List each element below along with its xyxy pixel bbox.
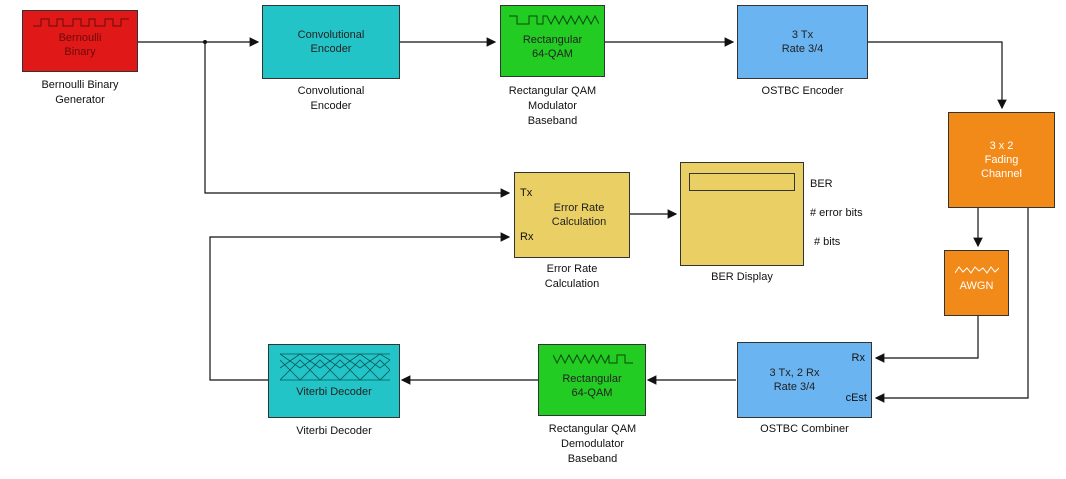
viterbi-label: Viterbi Decoder bbox=[296, 386, 372, 398]
error-port-rx: Rx bbox=[520, 231, 534, 243]
ostbc-comb-caption: OSTBC Combiner bbox=[760, 423, 849, 435]
qam-demodulator-block[interactable]: Rectangular 64-QAM bbox=[538, 344, 646, 416]
qam-mod-label: Rectangular 64-QAM bbox=[522, 34, 583, 60]
qam-demod-label: Rectangular 64-QAM bbox=[562, 373, 622, 399]
awgn-label: AWGN bbox=[959, 280, 994, 292]
branch-point bbox=[203, 40, 207, 44]
pulse-train-icon bbox=[33, 18, 129, 27]
ber-display-caption: BER Display bbox=[711, 271, 773, 283]
combiner-port-cest: cEst bbox=[845, 392, 867, 404]
waveform-icon bbox=[553, 353, 633, 365]
error-rate-caption: Error Rate Calculation bbox=[544, 263, 600, 290]
fading-label: 3 x 2 Fading Channel bbox=[981, 140, 1022, 180]
combiner-port-rx: Rx bbox=[851, 352, 865, 364]
ber-output-label: BER bbox=[810, 178, 833, 190]
ostbc-combiner-block[interactable]: 3 Tx, 2 Rx Rate 3/4 Rx cEst bbox=[737, 342, 872, 418]
line-ostbc-to-fading bbox=[868, 41, 1007, 110]
awgn-block[interactable]: AWGN bbox=[944, 250, 1009, 316]
error-port-tx: Tx bbox=[520, 187, 533, 199]
line-awgn-to-rx bbox=[874, 316, 979, 363]
qam-mod-caption: Rectangular QAM Modulator Baseband bbox=[508, 85, 597, 127]
display-screen bbox=[689, 173, 795, 191]
ostbc-enc-label: 3 Tx Rate 3/4 bbox=[781, 29, 824, 55]
waveform-icon bbox=[509, 14, 599, 26]
viterbi-caption: Viterbi Decoder bbox=[296, 425, 372, 437]
line-branch-to-error-tx bbox=[204, 42, 511, 198]
ostbc-encoder-block[interactable]: 3 Tx Rate 3/4 bbox=[737, 5, 868, 79]
qam-demod-caption: Rectangular QAM Demodulator Baseband bbox=[548, 423, 637, 465]
ostbc-enc-caption: OSTBC Encoder bbox=[761, 85, 844, 97]
fading-channel-block[interactable]: 3 x 2 Fading Channel bbox=[948, 112, 1055, 208]
ostbc-comb-label: 3 Tx, 2 Rx Rate 3/4 bbox=[769, 367, 820, 393]
convolutional-encoder-block[interactable]: Convolutional Encoder bbox=[262, 5, 400, 79]
error-rate-block[interactable]: Error Rate Calculation Tx Rx bbox=[514, 172, 630, 258]
qam-modulator-block[interactable]: Rectangular 64-QAM bbox=[500, 5, 605, 77]
bernoulli-caption: Bernoulli Binary Generator bbox=[41, 79, 119, 106]
error-rate-label: Error Rate Calculation bbox=[551, 202, 607, 228]
bernoulli-label: Bernoulli Binary bbox=[58, 32, 102, 58]
conv-encoder-caption: Convolutional Encoder bbox=[297, 85, 365, 112]
viterbi-decoder-block[interactable]: Viterbi Decoder bbox=[268, 344, 400, 418]
conv-encoder-label: Convolutional Encoder bbox=[297, 29, 365, 55]
error-bits-label: # error bits bbox=[810, 207, 863, 219]
line-fading-to-cest bbox=[874, 208, 1029, 403]
bits-label: # bits bbox=[814, 236, 841, 248]
ber-display-block[interactable] bbox=[680, 162, 804, 266]
line-viterbi-to-error-rx bbox=[209, 232, 511, 381]
trellis-icon bbox=[280, 353, 390, 381]
noise-icon bbox=[955, 266, 999, 274]
bernoulli-binary-block[interactable]: Bernoulli Binary bbox=[22, 10, 138, 72]
